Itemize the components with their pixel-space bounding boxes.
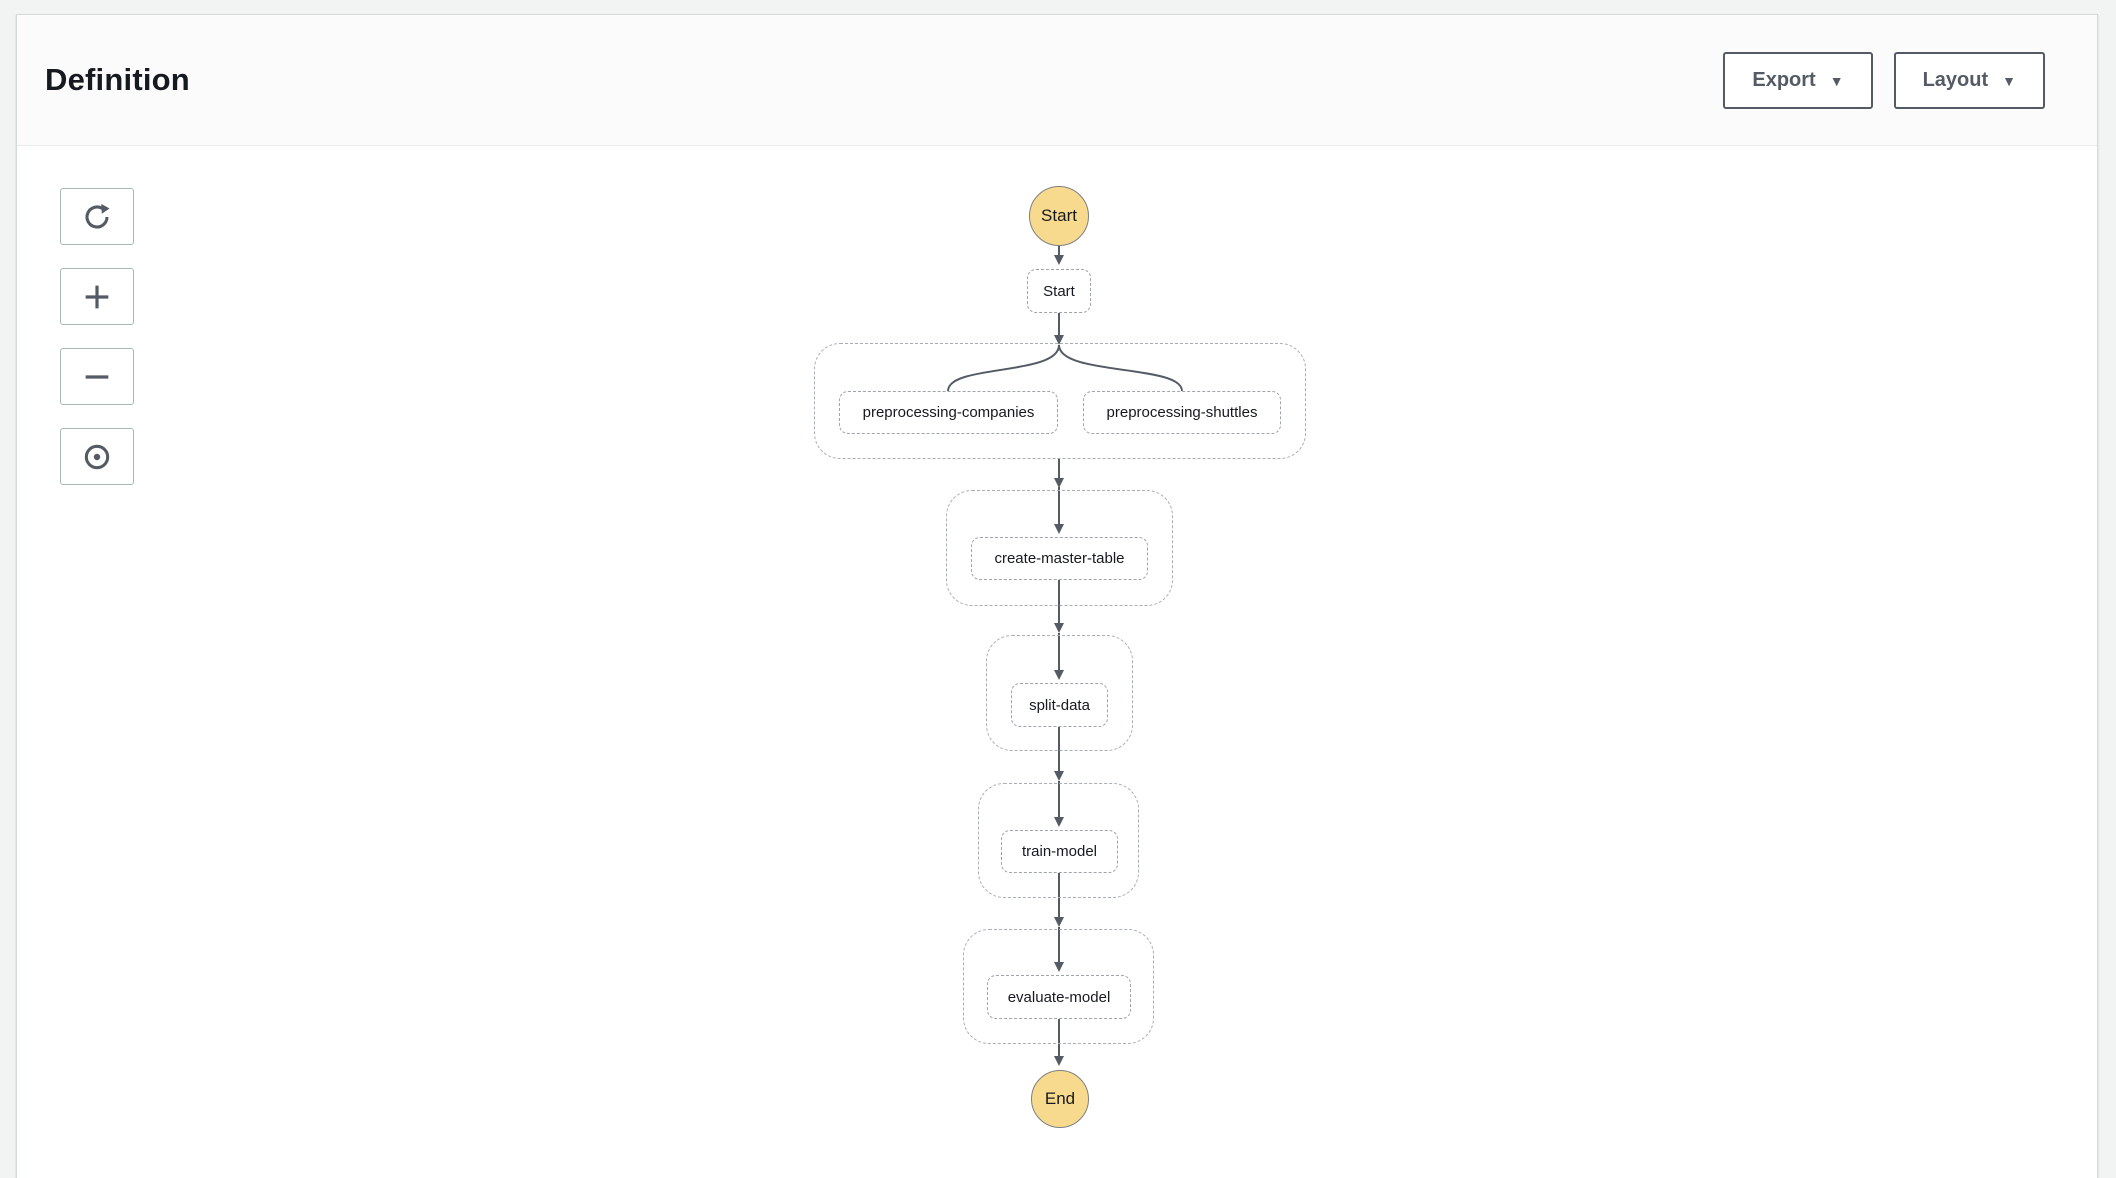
minus-icon [85, 374, 109, 379]
step-label: train-model [1021, 843, 1098, 860]
layout-button[interactable]: Layout ▼ [1893, 51, 2045, 109]
step-label: Start [1043, 282, 1075, 300]
step-label: preprocessing-shuttles [1106, 404, 1258, 421]
caret-down-icon: ▼ [2002, 73, 2016, 89]
definition-panel: Definition Export ▼ Layout ▼ [16, 14, 2098, 1178]
layout-button-label: Layout [1922, 68, 1989, 91]
end-terminal-node[interactable]: End [1031, 1070, 1089, 1128]
workflow-canvas[interactable]: Start Start preprocessing-companies prep… [17, 146, 2097, 1178]
export-button[interactable]: Export ▼ [1723, 51, 1873, 109]
step-label: evaluate-model [1007, 988, 1111, 1006]
step-label: preprocessing-companies [862, 404, 1035, 421]
step-node-train-model[interactable]: train-model [1001, 830, 1118, 873]
group-evaluate-model [963, 929, 1154, 1044]
plus-icon [85, 285, 109, 308]
step-label: create-master-table [994, 550, 1125, 567]
step-node-preprocessing-shuttles[interactable]: preprocessing-shuttles [1083, 391, 1281, 434]
step-node-split-data[interactable]: split-data [1011, 683, 1108, 727]
refresh-icon [85, 203, 110, 229]
start-terminal-label: Start [1041, 206, 1077, 225]
group-create-master-table [946, 490, 1173, 606]
step-node-create-master-table[interactable]: create-master-table [971, 537, 1148, 580]
zoom-toolbar [60, 188, 134, 485]
export-button-label: Export [1752, 68, 1816, 91]
panel-header: Definition Export ▼ Layout ▼ [17, 15, 2097, 146]
reset-view-button[interactable] [60, 188, 134, 245]
group-train-model [978, 783, 1139, 898]
step-node-start[interactable]: Start [1027, 269, 1091, 313]
group-split-data [986, 635, 1133, 751]
workflow-edges [947, 246, 1183, 1066]
circle-dot-icon [84, 444, 110, 469]
step-label: split-data [1029, 696, 1090, 714]
center-view-button[interactable] [60, 428, 134, 485]
step-node-evaluate-model[interactable]: evaluate-model [987, 975, 1131, 1019]
end-terminal-label: End [1044, 1089, 1076, 1108]
zoom-out-button[interactable] [60, 348, 134, 405]
start-terminal-node[interactable]: Start [1029, 186, 1089, 246]
page-title: Definition [45, 62, 190, 97]
header-actions: Export ▼ Layout ▼ [1723, 51, 2045, 109]
step-node-preprocessing-companies[interactable]: preprocessing-companies [839, 391, 1058, 434]
zoom-in-button[interactable] [60, 268, 134, 325]
caret-down-icon: ▼ [1829, 73, 1844, 89]
